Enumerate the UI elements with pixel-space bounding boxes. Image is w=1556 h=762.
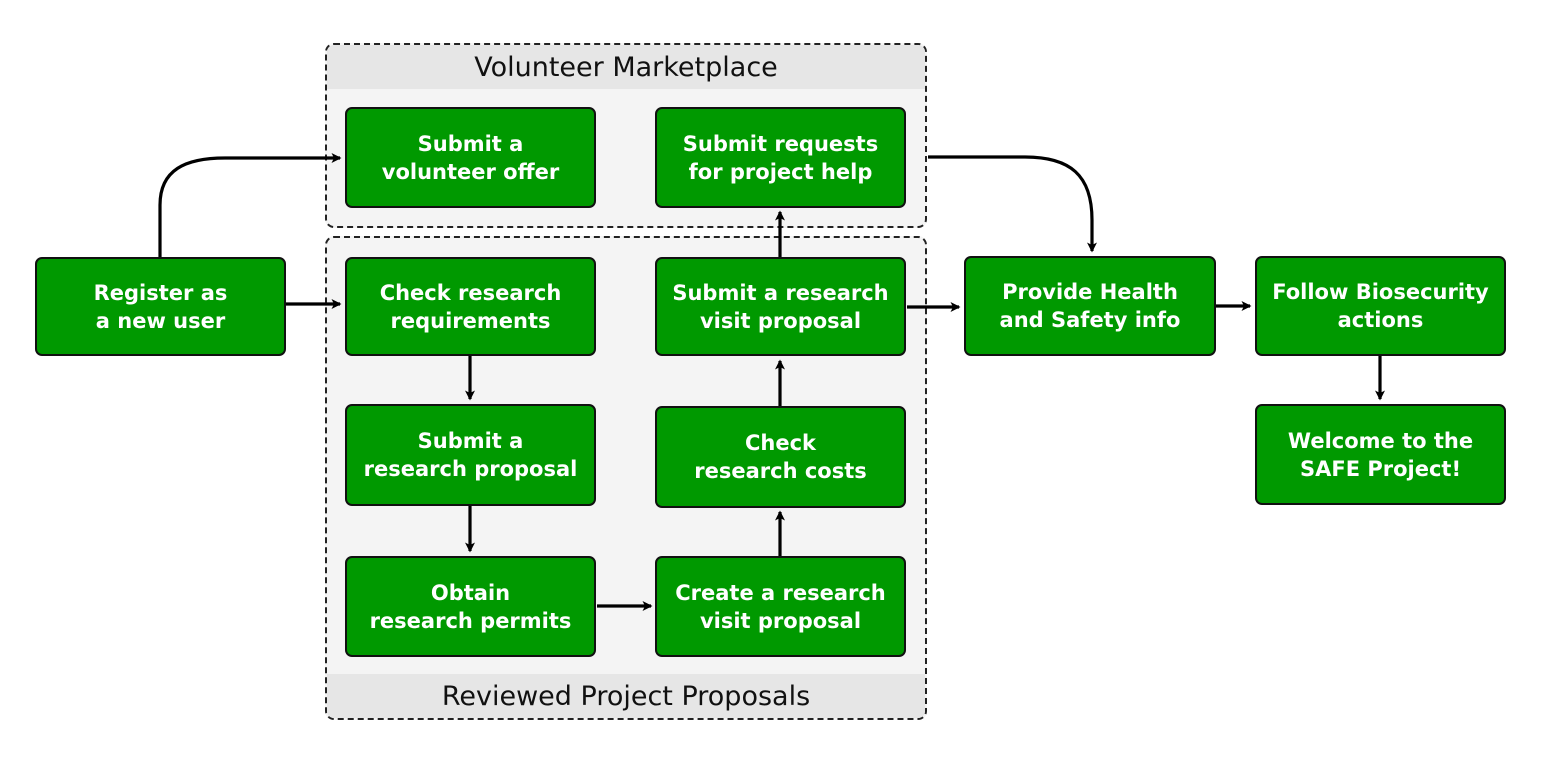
group-title-volunteer-marketplace: Volunteer Marketplace bbox=[327, 45, 925, 89]
arrow-register-to-volunteer-offer bbox=[158, 153, 342, 257]
node-welcome-safe-project: Welcome to the SAFE Project! bbox=[1255, 404, 1506, 505]
node-create-research-visit-proposal: Create a research visit proposal bbox=[655, 556, 906, 657]
node-submit-volunteer-offer: Submit a volunteer offer bbox=[345, 107, 596, 208]
node-check-research-costs: Check research costs bbox=[655, 406, 906, 508]
node-provide-health-safety-info: Provide Health and Safety info bbox=[964, 256, 1216, 356]
node-follow-biosecurity-actions: Follow Biosecurity actions bbox=[1255, 256, 1506, 356]
node-submit-research-visit-proposal: Submit a research visit proposal bbox=[655, 257, 906, 356]
node-register-new-user: Register as a new user bbox=[35, 257, 286, 356]
node-submit-requests-project-help: Submit requests for project help bbox=[655, 107, 906, 208]
node-obtain-research-permits: Obtain research permits bbox=[345, 556, 596, 657]
node-check-research-requirements: Check research requirements bbox=[345, 257, 596, 356]
arrow-requests-help-to-health-safety bbox=[928, 155, 1097, 253]
node-submit-research-proposal: Submit a research proposal bbox=[345, 404, 596, 506]
group-title-reviewed-project-proposals: Reviewed Project Proposals bbox=[327, 674, 925, 718]
